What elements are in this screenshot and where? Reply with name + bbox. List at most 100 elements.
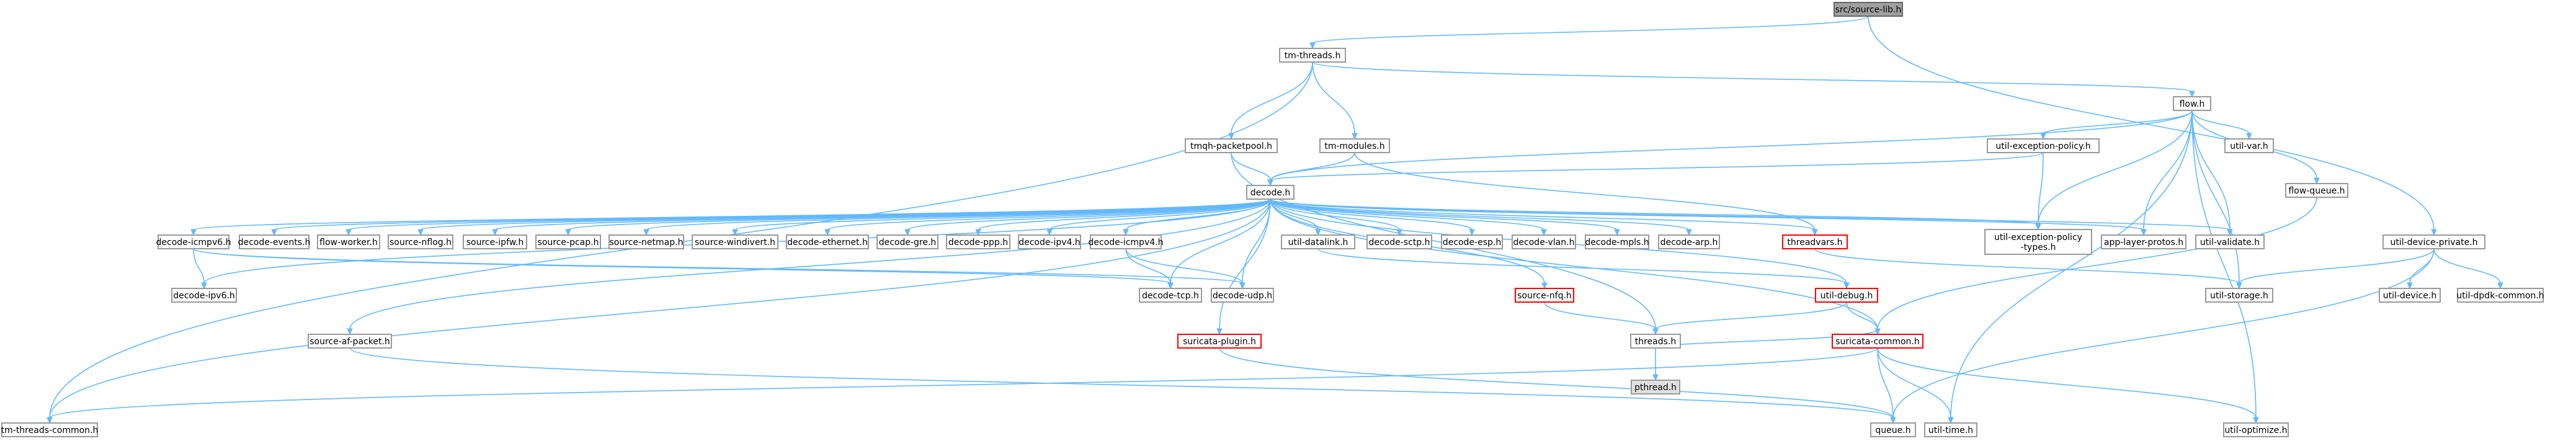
node-box (1281, 234, 1355, 249)
node-queue-h[interactable]: queue.h (1870, 422, 1916, 437)
node-decode-ipv4-h[interactable]: decode-ipv4.h (1018, 234, 1081, 249)
node-suricata-common-h[interactable]: suricata-common.h (1832, 334, 1923, 349)
node-label: util-validate.h (2200, 238, 2260, 247)
node-source-netmap-h[interactable]: source-netmap.h (608, 234, 684, 249)
edge-line (1170, 198, 1271, 284)
edge-line (1049, 198, 1271, 231)
node-threadvars-h[interactable]: threadvars.h (1782, 234, 1848, 249)
edge-line (1892, 248, 2435, 419)
node-decode-gre-h[interactable]: decode-gre.h (876, 234, 938, 249)
node-decode-icmpv6-h[interactable]: decode-icmpv6.h (156, 234, 231, 249)
edge-line (1846, 301, 1878, 330)
arrowhead (1948, 417, 1954, 424)
node-source-windivert-h[interactable]: source-windivert.h (692, 234, 778, 249)
node-source-af-packet-h[interactable]: source-af-packet.h (308, 334, 392, 349)
node-util-debug-h[interactable]: util-debug.h (1815, 288, 1878, 303)
node-util-exception-policy-types-h[interactable]: util-exception-policy-types.h (1984, 229, 2092, 255)
node-label: decode-tcp.h (1142, 291, 1199, 301)
edge-line (2191, 110, 2240, 284)
edge-line (1270, 198, 2231, 231)
node-label: decode-mpls.h (1585, 238, 1649, 247)
node-suricata-plugin-h[interactable]: suricata-plugin.h (1177, 334, 1262, 349)
node-decode-arp-h[interactable]: decode-arp.h (1658, 234, 1720, 249)
arrowhead (190, 229, 197, 236)
edge-suricata-common-h-to-tm-threads-common-h (47, 347, 1878, 424)
node-decode-mpls-h[interactable]: decode-mpls.h (1585, 234, 1649, 249)
node-label: queue.h (1875, 425, 1910, 435)
node-decode-udp-h[interactable]: decode-udp.h (1211, 288, 1274, 303)
edge-line (827, 198, 1271, 231)
node-util-device-h[interactable]: util-device.h (2379, 288, 2441, 303)
node-flow-queue-h[interactable]: flow-queue.h (2285, 183, 2348, 198)
node-box (1987, 138, 2100, 153)
node-label: suricata-common.h (1835, 337, 1920, 347)
node-util-validate-h[interactable]: util-validate.h (2195, 234, 2265, 249)
node-pthread-h[interactable]: pthread.h (1631, 380, 1680, 394)
node-util-dpdk-common-h[interactable]: util-dpdk-common.h (2456, 288, 2544, 303)
node-label: util-time.h (1928, 425, 1973, 435)
arrowhead (1123, 229, 1129, 236)
node-flow-worker-h[interactable]: flow-worker.h (317, 234, 380, 249)
node-util-datalink-h[interactable]: util-datalink.h (1281, 234, 1355, 249)
node-util-storage-h[interactable]: util-storage.h (2205, 288, 2273, 303)
edge-line (2043, 110, 2193, 135)
node-source-pcap-h[interactable]: source-pcap.h (535, 234, 601, 249)
node-tmqh-packetpool-h[interactable]: tmqh-packetpool.h (1185, 138, 1278, 153)
arrowhead (1614, 229, 1620, 236)
edge-line (1125, 248, 1171, 284)
node-src-source-lib-h[interactable]: src/source-lib.h (1834, 2, 1903, 17)
node-box (1441, 234, 1503, 249)
node-decode-tcp-h[interactable]: decode-tcp.h (1139, 288, 1202, 303)
arrowhead (2189, 91, 2195, 98)
node-decode-vlan-h[interactable]: decode-vlan.h (1512, 234, 1576, 249)
node-box (786, 234, 869, 249)
node-util-time-h[interactable]: util-time.h (1924, 422, 1977, 437)
arrowhead (1239, 282, 1246, 290)
node-threads-h[interactable]: threads.h (1630, 334, 1681, 349)
node-util-exception-policy-h[interactable]: util-exception-policy.h (1987, 138, 2100, 153)
node-label: tm-modules.h (1324, 141, 1384, 151)
node-tm-threads-common-h[interactable]: tm-threads-common.h (1, 422, 99, 437)
node-decode-sctp-h[interactable]: decode-sctp.h (1366, 234, 1432, 249)
node-label: decode-ethernet.h (787, 238, 868, 247)
arrowhead (824, 229, 831, 236)
node-decode-icmpv4-h[interactable]: decode-icmpv4.h (1089, 234, 1164, 249)
arrowhead (2497, 282, 2503, 290)
edge-src-source-lib-h-to-tm-threads-h (1309, 16, 1869, 50)
node-label: source-netmap.h (610, 238, 684, 247)
node-util-optimize-h[interactable]: util-optimize.h (2223, 422, 2289, 437)
node-label: src/source-lib.h (1835, 5, 1902, 15)
edge-line (1655, 301, 1847, 330)
node-source-ipfw-h[interactable]: source-ipfw.h (463, 234, 527, 249)
edge-line (1312, 16, 1869, 44)
edge-src-source-lib-h-to-util-device-private-h (1868, 16, 2437, 236)
edge-line (907, 198, 1271, 231)
node-tm-modules-h[interactable]: tm-modules.h (1319, 138, 1390, 153)
edge-line (1219, 198, 1271, 330)
arrowhead (1843, 282, 1850, 290)
node-flow-h[interactable]: flow.h (2173, 96, 2211, 111)
node-tm-threads-h[interactable]: tm-threads.h (1279, 48, 1346, 63)
node-source-nfq-h[interactable]: source-nfq.h (1515, 288, 1574, 303)
node-decode-events-h[interactable]: decode-events.h (238, 234, 311, 249)
node-label: source-af-packet.h (310, 337, 390, 347)
edge-decode-h-to-tm-threads-common-h (47, 198, 1271, 424)
node-util-device-private-h[interactable]: util-device-private.h (2382, 234, 2485, 249)
node-box (1177, 334, 1262, 349)
arrowhead (2431, 229, 2437, 236)
node-decode-h[interactable]: decode.h (1246, 185, 1295, 200)
node-decode-ethernet-h[interactable]: decode-ethernet.h (786, 234, 869, 249)
node-label: decode-udp.h (1213, 291, 1272, 301)
node-util-var-h[interactable]: util-var.h (2224, 138, 2274, 153)
node-label: decode-esp.h (1443, 238, 1501, 247)
node-label: decode-gre.h (879, 238, 937, 247)
node-decode-ppp-h[interactable]: decode-ppp.h (946, 234, 1010, 249)
edge-line (2143, 110, 2193, 231)
node-decode-esp-h[interactable]: decode-esp.h (1441, 234, 1503, 249)
node-source-nflog-h[interactable]: source-nflog.h (388, 234, 453, 249)
node-app-layer-protos-h[interactable]: app-layer-protos.h (2101, 234, 2186, 249)
node-box (1585, 234, 1649, 249)
edge-line (1814, 248, 2240, 284)
node-label: app-layer-protos.h (2104, 238, 2183, 247)
node-decode-ipv6-h[interactable]: decode-ipv6.h (171, 288, 237, 303)
